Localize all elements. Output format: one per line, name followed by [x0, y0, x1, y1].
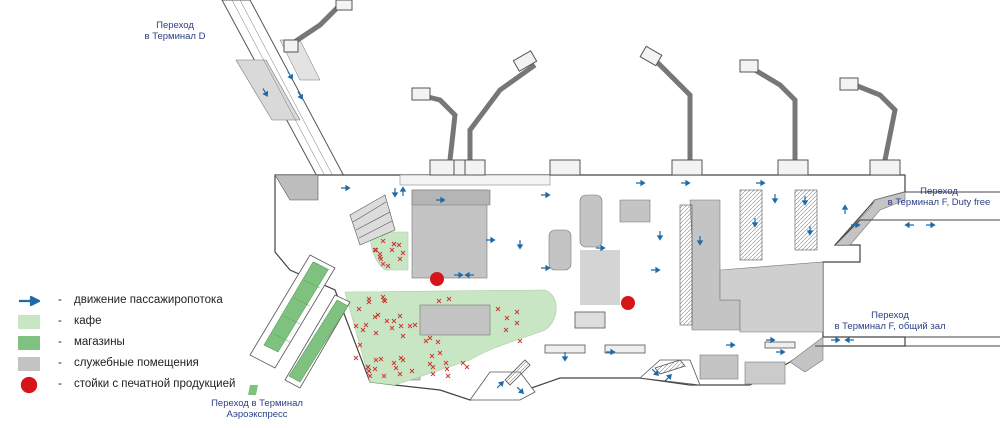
legend-label: стойки с печатной продукцией: [74, 378, 236, 390]
flow-arrow-icon: [801, 196, 809, 206]
flow-arrow-icon: [904, 221, 914, 229]
boarding-bridges: [283, 0, 901, 176]
flow-arrow-icon: [771, 194, 779, 204]
shops-corridor: [248, 254, 351, 395]
flow-arrow-icon: [766, 336, 776, 344]
legend-label: движение пассажиропотока: [74, 294, 223, 306]
bridge-5: [839, 77, 901, 176]
flow-arrow-icon: [831, 336, 841, 344]
flow-arrow-icon: [516, 386, 524, 394]
corridor-terminal-f: [815, 191, 1000, 347]
flow-arrow-icon: [656, 231, 664, 241]
flow-arrow-icon: [464, 271, 474, 279]
red-dot-icon: [20, 376, 38, 394]
bridge-6: [283, 0, 353, 53]
flow-arrow-icon: [696, 236, 704, 246]
flow-arrow-icon: [851, 221, 861, 229]
shops-swatch-icon: [18, 336, 40, 350]
corridor-terminal-d: [221, 0, 346, 179]
flow-arrow-icon: [606, 348, 616, 356]
flow-arrow-icon: [516, 240, 524, 250]
flow-arrow-icon: [391, 188, 399, 198]
flow-arrow-icon: [681, 179, 691, 187]
flow-arrow-icon: [496, 381, 504, 389]
flow-arrow-icon: [651, 368, 659, 376]
flow-arrow-icon: [262, 88, 269, 97]
flow-arrow-icon: [297, 91, 304, 100]
flow-arrow-icon: [664, 374, 672, 382]
flow-arrow-icon: [486, 236, 496, 244]
flow-arrow-icon: [926, 221, 936, 229]
label-terminal-f-duty-free: Переход в Терминал F, Duty free: [887, 186, 991, 208]
cafe-areas: [344, 231, 557, 386]
flow-arrow-icon: [541, 264, 551, 272]
bridge-3: [639, 45, 703, 176]
flow-arrow-icon: [341, 184, 351, 192]
legend-label: служебные помещения: [74, 357, 199, 369]
flow-arrow-icon: [436, 196, 446, 204]
service-swatch-icon: [18, 357, 40, 371]
flow-arrow-icon: [454, 271, 464, 279]
press-stands: [430, 272, 635, 310]
flow-arrow-icon: [844, 336, 854, 344]
flow-arrow-icon: [841, 204, 849, 214]
legend-label: кафе: [74, 315, 102, 327]
press-stand: [430, 272, 444, 286]
flow-arrow-icon: [726, 341, 736, 349]
flow-arrow-icon: [541, 191, 551, 199]
arrow-icon: [19, 295, 40, 307]
flow-arrow-icon: [561, 352, 569, 362]
label-terminal-d: Переход в Терминал D: [144, 20, 206, 42]
cafe-swatch-icon: [18, 315, 40, 329]
bridge-4: [739, 59, 809, 176]
flow-arrow-icon: [751, 218, 759, 228]
flow-arrow-icon: [399, 186, 407, 196]
flow-arrow-icon: [756, 179, 766, 187]
flow-arrow-icon: [651, 266, 661, 274]
legend-label: магазины: [74, 336, 125, 348]
press-stand: [621, 296, 635, 310]
label-terminal-f-hall: Переход в Терминал F, общий зал: [834, 310, 946, 332]
flow-arrows: [262, 71, 936, 394]
escalators: [349, 189, 818, 326]
bridge-1: [454, 50, 538, 176]
flow-arrow-icon: [287, 71, 294, 80]
flow-arrow-icon: [636, 179, 646, 187]
flow-arrow-icon: [776, 348, 786, 356]
flow-arrow-icon: [806, 226, 814, 236]
label-aeroexpress: Переход в Терминал Аэроэкспресс: [211, 398, 303, 420]
seat-mark-icon: [353, 355, 359, 361]
flow-arrow-icon: [596, 244, 606, 252]
